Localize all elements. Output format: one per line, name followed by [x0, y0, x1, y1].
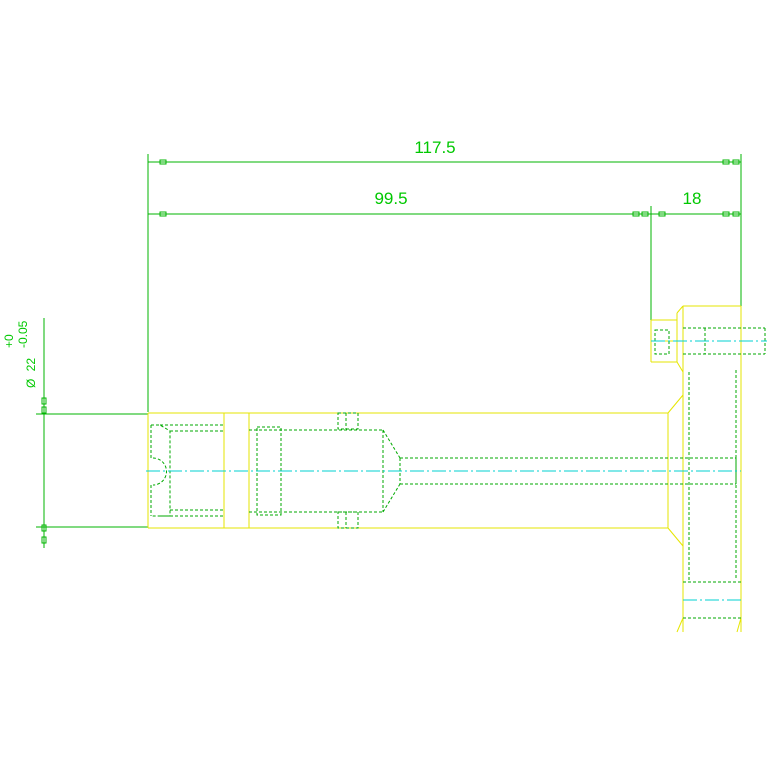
dimension-body-length: 99.5: [148, 189, 741, 322]
body-length-label: 99.5: [374, 189, 407, 208]
overall-length-label: 117.5: [414, 138, 455, 157]
centerlines: [146, 340, 767, 601]
dimension-diameter: Ø 22 +0 -0.05: [2, 318, 148, 548]
diameter-symbol: Ø: [24, 379, 38, 388]
part-outline: [147, 305, 742, 633]
svg-text:Ø 22: Ø 22: [24, 358, 38, 388]
flange-thickness-label: 18: [683, 189, 702, 208]
diameter-value-label: 22: [24, 358, 38, 372]
dimension-flange-thickness: 18: [683, 189, 702, 208]
tolerance-lower-label: -0.05: [16, 320, 30, 348]
hidden-features: [150, 327, 766, 619]
tolerance-upper-label: +0: [2, 334, 16, 348]
dimension-overall-length: 117.5: [147, 138, 742, 412]
